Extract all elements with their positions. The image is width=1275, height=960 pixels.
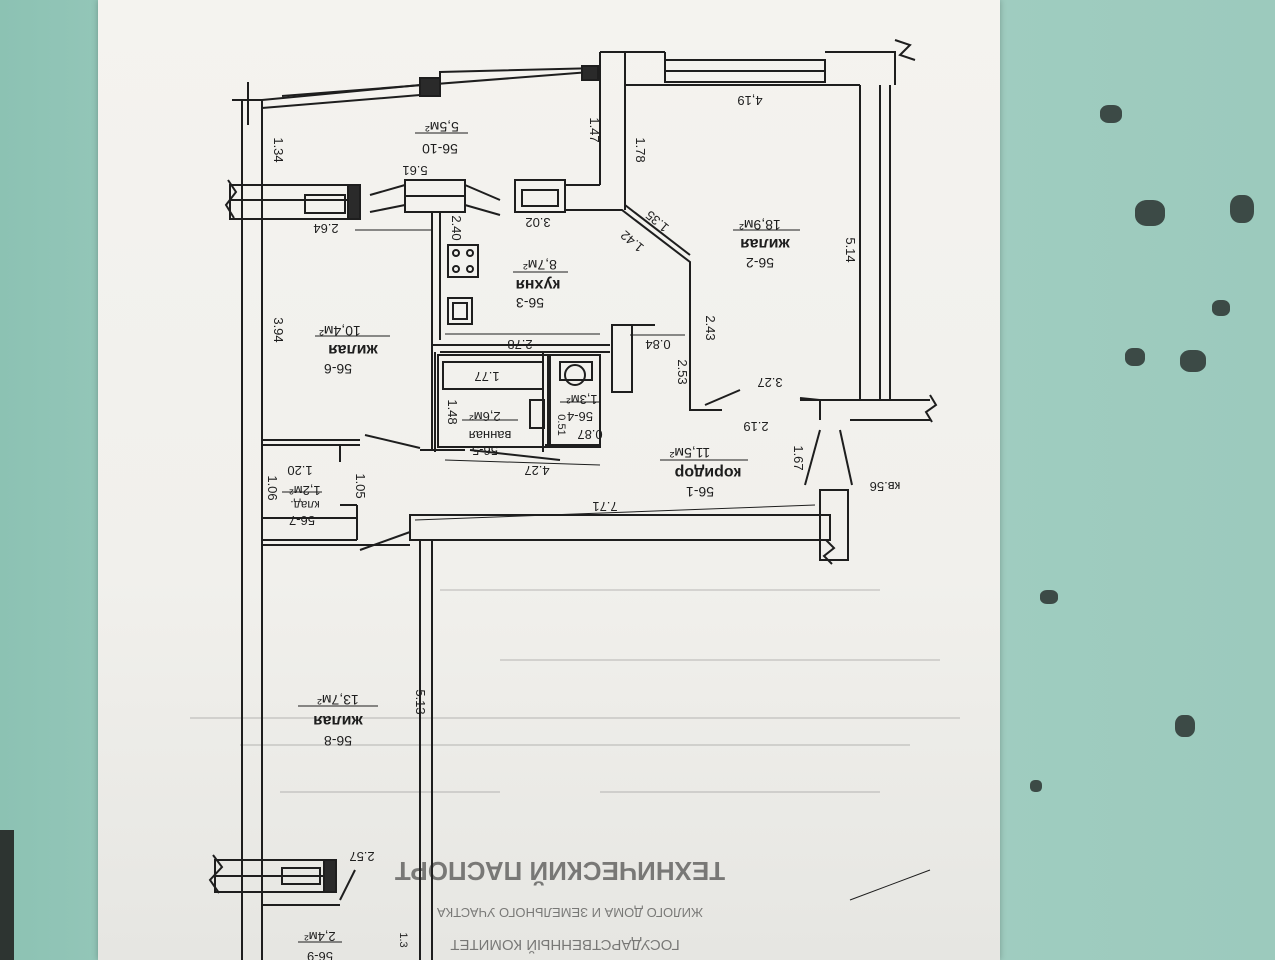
- dim-0-87: 0.87: [577, 427, 602, 442]
- apartment-label: кв.56: [870, 479, 901, 494]
- dim-0-84: 0.84: [645, 337, 670, 352]
- dim-1-48: 1.48: [445, 399, 460, 424]
- room-area-56-7: 1,2м²: [289, 483, 321, 498]
- room-name-56-3: кухня: [516, 276, 561, 293]
- dim-5-13: 5.13: [413, 689, 428, 714]
- dim-3-02: 3.02: [525, 215, 550, 230]
- room-name-56-6: жилая: [328, 341, 379, 358]
- dim-3-94: 3.94: [271, 317, 286, 342]
- room-area-56-5: 2,6м²: [469, 409, 501, 424]
- surface-speck: [1135, 200, 1165, 226]
- dim-2-53: 2.53: [675, 359, 690, 384]
- surface-speck: [1175, 715, 1195, 737]
- room-code-56-1: 56-1: [686, 484, 714, 500]
- surface-speck: [1040, 590, 1058, 604]
- room-code-56-8: 56-8: [324, 733, 352, 749]
- footer-title: ТЕХНИЧЕСКИЙ ПАСПОРТ: [395, 856, 725, 886]
- dim-1-42: 1.42: [618, 228, 647, 256]
- room-name-56-7: клад.: [290, 498, 319, 512]
- dim-1-67: 1.67: [791, 445, 806, 470]
- dim-7-71: 7.71: [592, 499, 617, 514]
- dim-2-19: 2.19: [743, 419, 768, 434]
- room-code-56-5: 56-5: [472, 443, 498, 458]
- room-area-56-2: 18,9м²: [739, 217, 781, 233]
- dim-1-3: 1.3: [397, 932, 409, 947]
- room-code-56-3: 56-3: [516, 295, 544, 311]
- footer-line1: ЖИЛОГО ДОМА И ЗЕМЕЛЬНОГО УЧАСТКА: [437, 905, 703, 920]
- surface-speck: [1100, 105, 1122, 123]
- room-area-56-9: 2,4м²: [304, 929, 336, 944]
- dim-1-34: 1.34: [271, 137, 286, 162]
- room-name-56-8: жилая: [313, 712, 364, 729]
- dim-2-43: 2.43: [703, 315, 718, 340]
- dim-2-57: 2.57: [349, 849, 374, 864]
- dim-1-05: 1.05: [353, 473, 368, 498]
- room-code-56-10: 56-10: [422, 141, 458, 157]
- room-code-56-4: 56-4: [567, 409, 593, 424]
- dim-1-77: 1.77: [474, 369, 499, 384]
- room-code-56-2: 56-2: [746, 255, 774, 271]
- room-area-56-6: 10,4м²: [319, 323, 361, 339]
- dim-1-20: 1.20: [287, 463, 312, 478]
- room-code-56-9: 56-9: [307, 949, 333, 960]
- room-area-56-1: 11,5м²: [669, 445, 710, 461]
- dim-1-47: 1.47: [587, 117, 602, 142]
- dim-3-27: 3.27: [757, 375, 782, 390]
- document-paper: [98, 0, 1000, 960]
- bleed-through-text: [190, 589, 960, 793]
- surface-speck: [1212, 300, 1230, 316]
- room-name-56-1: коридор: [674, 464, 741, 481]
- dim-5-61: 5.61: [402, 163, 427, 178]
- room-name-56-5: ванная: [469, 428, 512, 443]
- surface-speck: [1030, 780, 1042, 792]
- room-name-56-2: жилая: [740, 235, 791, 252]
- room-area-56-3: 8,7м²: [523, 257, 557, 273]
- footer-line2: ГОСУДАРСТВЕННЫЙ КОМИТЕТ: [450, 936, 679, 954]
- dim-1-06: 1.06: [265, 475, 280, 500]
- dim-4-19: 4,19: [737, 93, 762, 108]
- dim-1-35: 1.35: [643, 208, 672, 236]
- room-code-56-7: 56-7: [289, 513, 315, 528]
- dim-2-64: 2.64: [313, 221, 338, 236]
- room-area-56-10: 5,5м²: [425, 119, 459, 135]
- dim-0-51: 0.51: [555, 414, 567, 435]
- surface-edge-object: [0, 830, 14, 960]
- dim-5-14: 5.14: [843, 237, 858, 262]
- surface-speck: [1230, 195, 1254, 223]
- surface-speck: [1125, 348, 1145, 366]
- dim-2-78: 2.78: [507, 337, 532, 352]
- room-area-56-8: 13,7м²: [317, 692, 359, 708]
- room-code-56-6: 56-6: [324, 361, 352, 377]
- dim-1-78: 1.78: [633, 137, 648, 162]
- dim-2-40: 2.40: [449, 215, 464, 240]
- walls: [208, 39, 938, 960]
- surface-speck: [1180, 350, 1206, 372]
- dim-4-27: 4.27: [524, 463, 549, 478]
- room-area-56-4: 1,3м²: [566, 392, 598, 407]
